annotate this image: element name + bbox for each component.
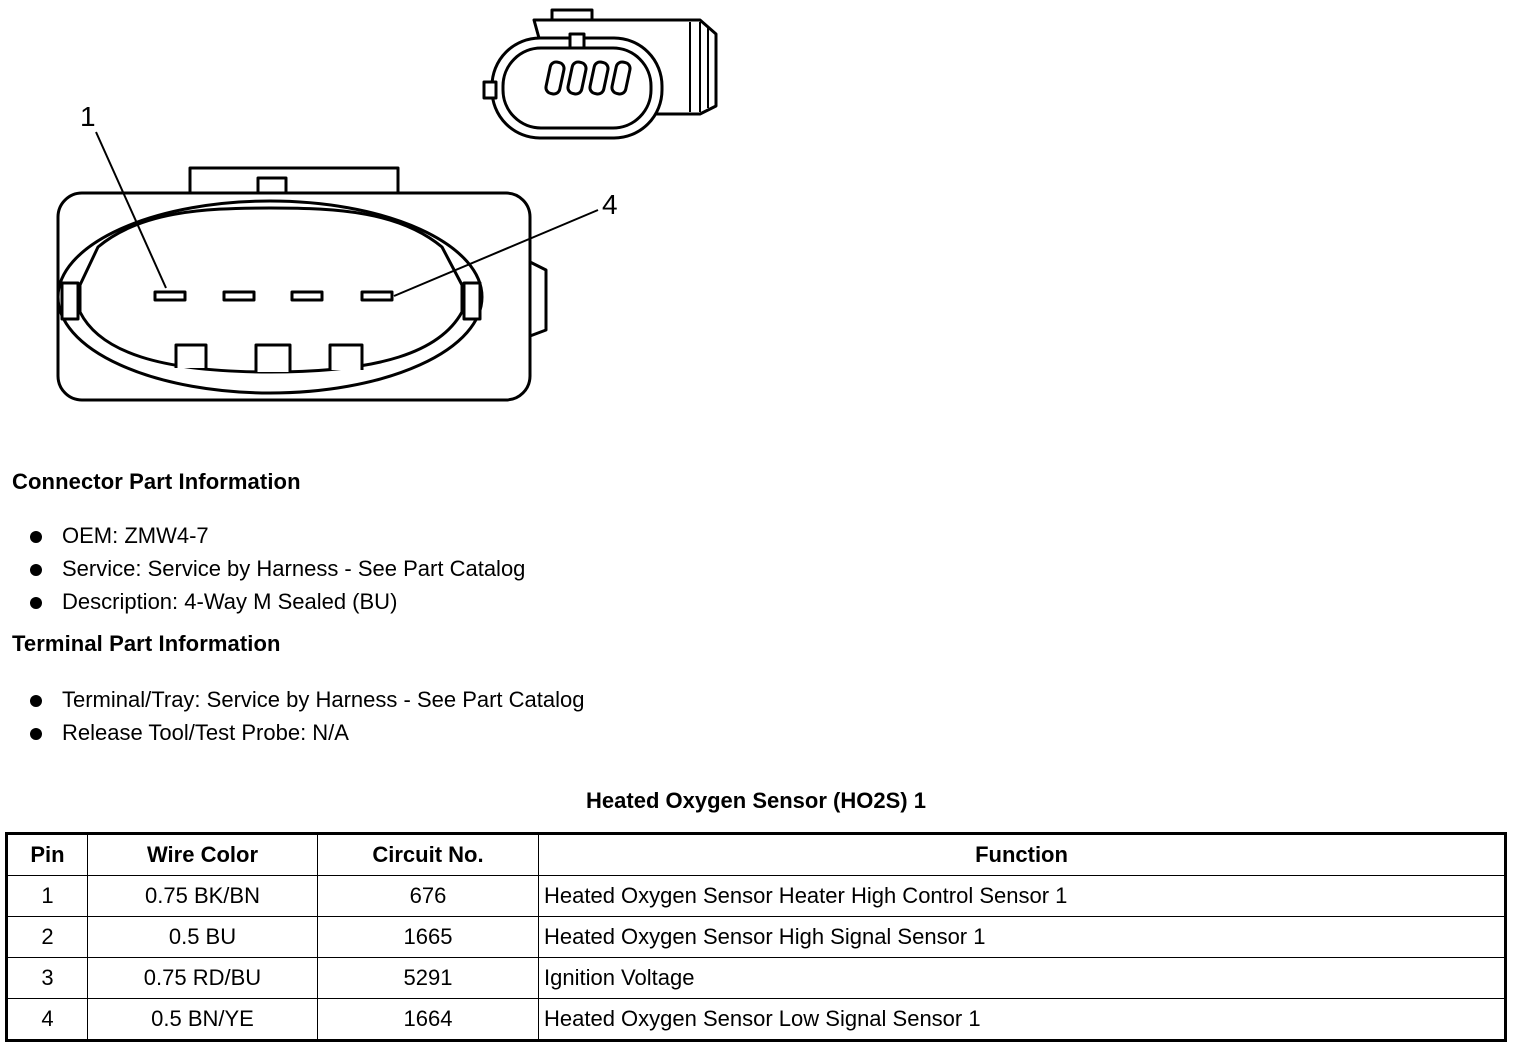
list-item: Description: 4-Way M Sealed (BU) bbox=[28, 585, 525, 618]
circuit-no-cell: 1664 bbox=[317, 998, 539, 1041]
terminal-cavity-4 bbox=[360, 290, 394, 302]
pin-cell: 2 bbox=[6, 916, 88, 958]
leader-line-4 bbox=[393, 209, 599, 297]
list-item: Service: Service by Harness - See Part C… bbox=[28, 552, 525, 585]
callout-1: 1 bbox=[80, 101, 96, 132]
callout-4: 4 bbox=[602, 189, 618, 220]
function-cell: Heated Oxygen Sensor High Signal Sensor … bbox=[538, 916, 1506, 958]
connector-3d-view bbox=[482, 8, 718, 140]
list-item: Release Tool/Test Probe: N/A bbox=[28, 716, 585, 749]
circuit-no-cell: 5291 bbox=[317, 957, 539, 999]
table-title: Heated Oxygen Sensor (HO2S) 1 bbox=[586, 788, 926, 813]
column-header-wire-color: Wire Color bbox=[87, 833, 318, 876]
table-row: 4 0.5 BN/YE 1664 Heated Oxygen Sensor Lo… bbox=[6, 998, 1506, 1041]
terminal-cavity-3 bbox=[290, 290, 324, 302]
circuit-no-cell: 676 bbox=[317, 875, 539, 917]
bullet-icon bbox=[30, 728, 42, 740]
function-cell: Heated Oxygen Sensor Low Signal Sensor 1 bbox=[538, 998, 1506, 1041]
pinout-table: Pin Wire Color Circuit No. Function 1 0.… bbox=[5, 832, 1507, 1042]
bullet-icon bbox=[30, 531, 42, 543]
wire-color-cell: 0.75 RD/BU bbox=[87, 957, 318, 999]
pin-cell: 4 bbox=[6, 998, 88, 1041]
connector-diagram: 1 4 bbox=[56, 8, 718, 402]
terminal-cavity-1 bbox=[153, 290, 187, 302]
connector-front-view bbox=[56, 166, 548, 402]
table-row: 1 0.75 BK/BN 676 Heated Oxygen Sensor He… bbox=[6, 875, 1506, 917]
leader-line-1 bbox=[95, 131, 167, 289]
circuit-no-cell: 1665 bbox=[317, 916, 539, 958]
table-row: 2 0.5 BU 1665 Heated Oxygen Sensor High … bbox=[6, 916, 1506, 958]
column-header-pin: Pin bbox=[6, 833, 88, 876]
connector-part-info-heading: Connector Part Information bbox=[12, 469, 301, 494]
function-cell: Ignition Voltage bbox=[538, 957, 1506, 999]
connector-part-info-list: OEM: ZMW4-7 Service: Service by Harness … bbox=[28, 519, 525, 618]
function-cell: Heated Oxygen Sensor Heater High Control… bbox=[538, 875, 1506, 917]
table-row: 3 0.75 RD/BU 5291 Ignition Voltage bbox=[6, 957, 1506, 999]
wire-color-cell: 0.5 BU bbox=[87, 916, 318, 958]
bullet-icon bbox=[30, 695, 42, 707]
bullet-icon bbox=[30, 564, 42, 576]
pin-cell: 3 bbox=[6, 957, 88, 999]
pin-cell: 1 bbox=[6, 875, 88, 917]
column-header-circuit-no: Circuit No. bbox=[317, 833, 539, 876]
terminal-cavity-2 bbox=[222, 290, 256, 302]
wire-color-cell: 0.5 BN/YE bbox=[87, 998, 318, 1041]
list-item: Terminal/Tray: Service by Harness - See … bbox=[28, 683, 585, 716]
terminal-part-info-list: Terminal/Tray: Service by Harness - See … bbox=[28, 683, 585, 749]
table-header-row: Pin Wire Color Circuit No. Function bbox=[6, 833, 1506, 876]
terminal-part-info-heading: Terminal Part Information bbox=[12, 631, 281, 656]
list-item: OEM: ZMW4-7 bbox=[28, 519, 525, 552]
bullet-icon bbox=[30, 597, 42, 609]
column-header-function: Function bbox=[538, 833, 1506, 876]
wire-color-cell: 0.75 BK/BN bbox=[87, 875, 318, 917]
